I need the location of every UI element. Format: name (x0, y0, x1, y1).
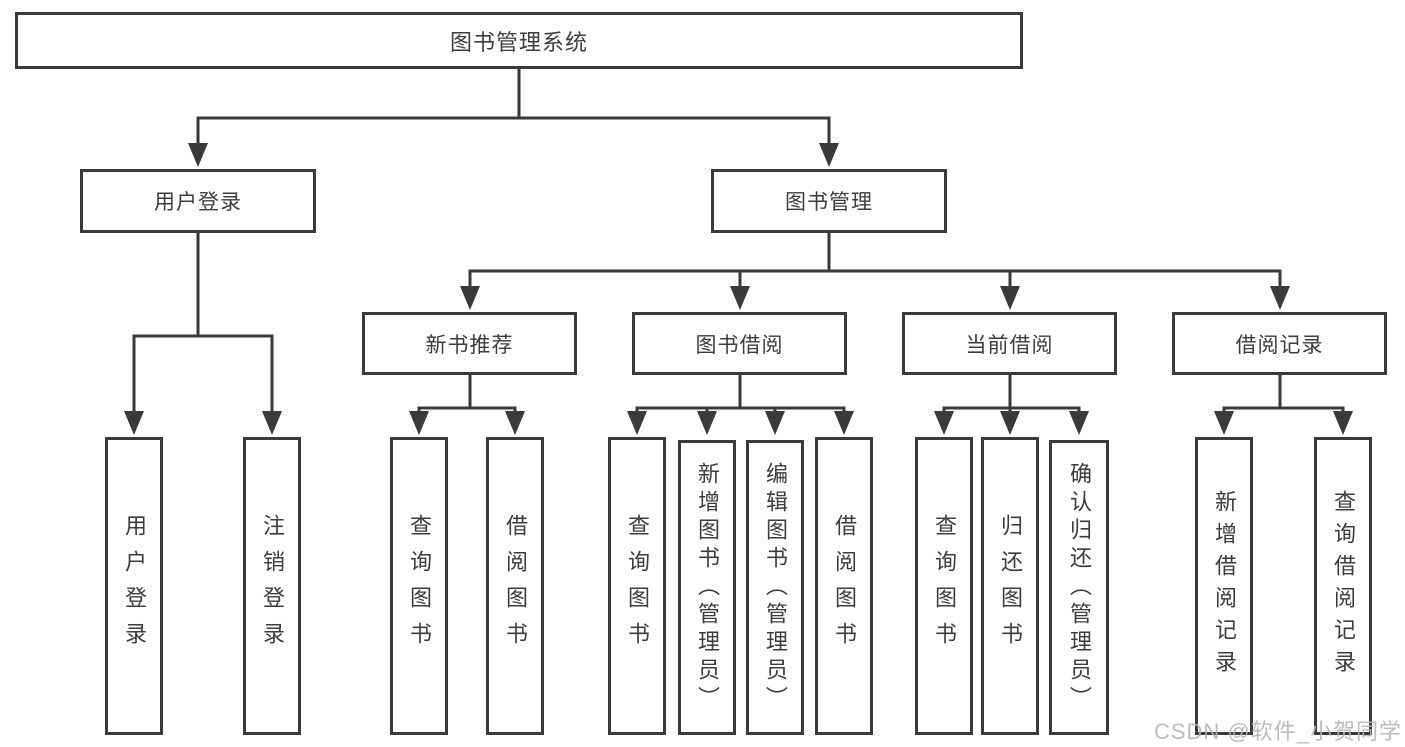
leaf-label: 查询借阅记录 (1331, 490, 1356, 682)
leaf-record-add-borrow-record: 新增借阅记录 (1195, 437, 1253, 735)
leaf-label: 归还图书 (998, 514, 1023, 658)
node-current-borrowing: 当前借阅 (902, 312, 1117, 375)
leaf-label: 借阅图书 (832, 514, 857, 658)
node-library-management-system: 图书管理系统 (15, 12, 1023, 69)
leaf-record-query-borrow-record: 查询借阅记录 (1314, 437, 1372, 735)
node-book-borrowing: 图书借阅 (632, 312, 847, 375)
leaf-label: 用户登录 (122, 514, 147, 658)
leaf-borrow-borrow-books: 借阅图书 (815, 437, 873, 735)
leaf-label: 查询图书 (932, 514, 957, 658)
node-borrow-records: 借阅记录 (1172, 312, 1387, 375)
leaf-label: 注销登录 (260, 514, 285, 658)
leaf-label: 查询图书 (407, 514, 432, 658)
leaf-newbook-borrow-books: 借阅图书 (486, 437, 544, 735)
leaf-borrow-add-books-admin: 新增图书（管理员） (678, 440, 736, 735)
csdn-watermark: CSDN @软件_小贺同学 (1153, 719, 1402, 744)
leaf-label: 借阅图书 (503, 514, 528, 658)
leaf-logout: 注销登录 (243, 437, 301, 735)
leaf-label: 新增图书（管理员） (695, 461, 720, 714)
leaf-current-query-books: 查询图书 (915, 437, 973, 735)
leaf-current-return-books: 归还图书 (981, 437, 1039, 735)
leaf-label: 确认归还（管理员） (1067, 461, 1092, 714)
node-book-management: 图书管理 (711, 169, 947, 233)
leaf-borrow-query-books: 查询图书 (608, 437, 666, 735)
leaf-newbook-query-books: 查询图书 (390, 437, 448, 735)
leaf-borrow-edit-books-admin: 编辑图书（管理员） (746, 440, 804, 735)
leaf-label: 新增借阅记录 (1212, 490, 1237, 682)
leaf-label: 编辑图书（管理员） (763, 461, 788, 714)
node-new-book-recommend: 新书推荐 (362, 312, 577, 375)
node-user-login: 用户登录 (80, 169, 316, 233)
leaf-label: 查询图书 (625, 514, 650, 658)
leaf-user-login: 用户登录 (105, 437, 163, 735)
leaf-current-confirm-return-admin: 确认归还（管理员） (1049, 440, 1109, 735)
